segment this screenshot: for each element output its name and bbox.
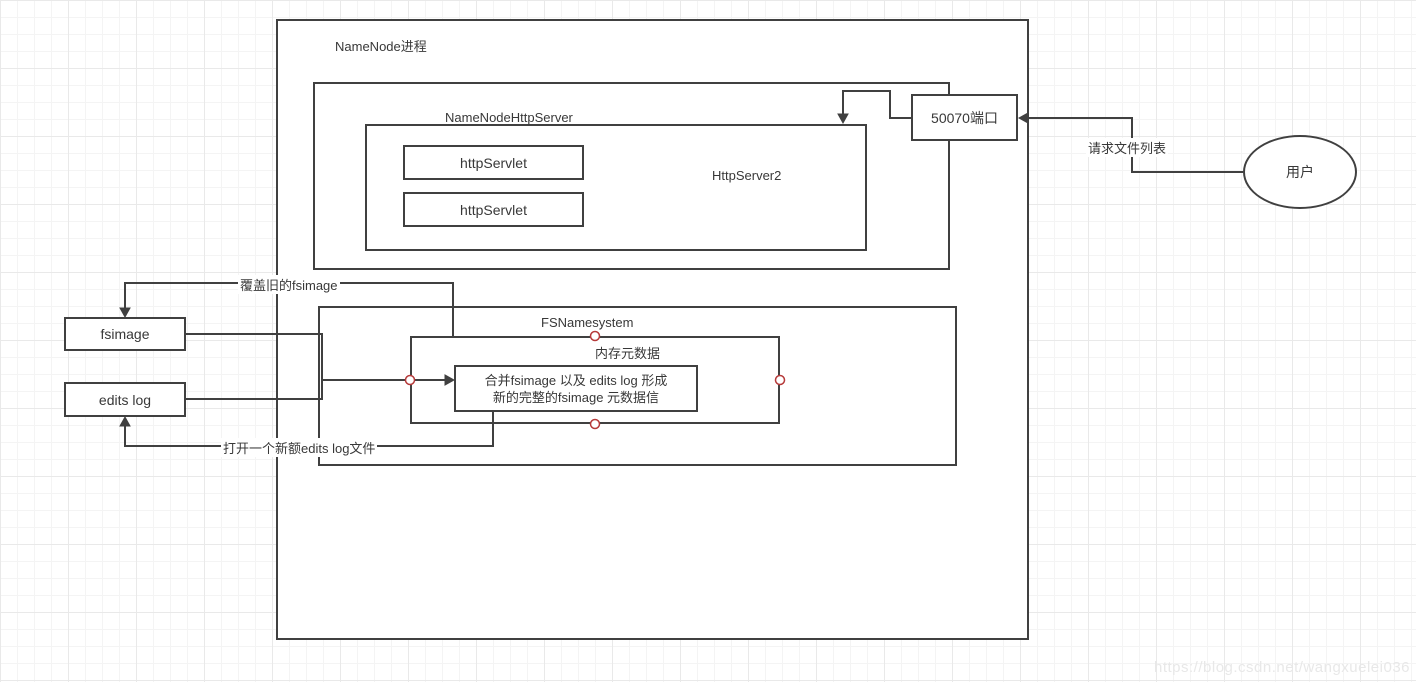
edge-label-request-file-list: 请求文件列表 — [1086, 138, 1169, 157]
fsnamesystem-label: FSNamesystem — [541, 315, 634, 330]
arrowhead-into-edits-log — [119, 415, 131, 427]
namenode-process-label: NameNode进程 — [335, 39, 427, 54]
namenode-httpserver-label: NameNodeHttpServer — [445, 110, 573, 125]
httpserver2-box — [365, 124, 867, 251]
merge-fsimage-text: 合并fsimage 以及 edits log 形成 新的完整的fsimage 元… — [484, 372, 668, 405]
httpserver2-label: HttpServer2 — [712, 168, 782, 183]
watermark-url: https://blog.csdn.net/wangxuelei036 — [1154, 659, 1410, 676]
merge-fsimage-box: 合并fsimage 以及 edits log 形成 新的完整的fsimage 元… — [454, 365, 698, 412]
edge-label-open-new-editslog: 打开一个新额edits log文件 — [221, 438, 378, 457]
edge-label-overwrite-fsimage: 覆盖旧的fsimage — [238, 275, 340, 294]
user-ellipse: 用户 — [1243, 135, 1357, 209]
edits-log-box: edits log — [64, 382, 186, 417]
httpservlet-box-1: httpServlet — [403, 145, 584, 180]
fsimage-box: fsimage — [64, 317, 186, 351]
httpservlet-box-2: httpServlet — [403, 192, 584, 227]
arrowhead-into-fsimage — [119, 307, 131, 319]
memory-metadata-label: 内存元数据 — [595, 346, 661, 361]
port-50070-box: 50070端口 — [911, 94, 1018, 141]
